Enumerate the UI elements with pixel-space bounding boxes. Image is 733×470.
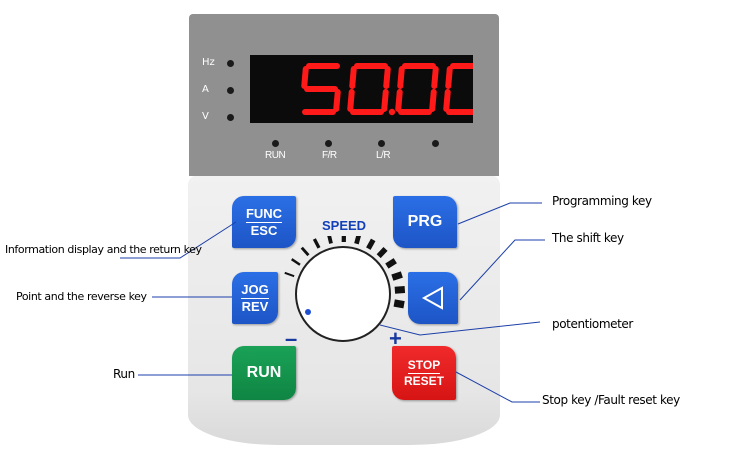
func-esc-button[interactable]: FUNC ESC: [232, 196, 296, 248]
digit-segment: [445, 66, 453, 89]
callout-point-reverse: Point and the reverse key: [16, 290, 147, 303]
speed-potentiometer[interactable]: [270, 236, 420, 356]
stop-label: STOP: [407, 357, 441, 374]
speed-scale-tick: [366, 238, 376, 250]
esc-label: ESC: [250, 222, 278, 238]
digit-segment: [429, 89, 437, 112]
left-triangle-icon: [421, 286, 443, 310]
digit-segment: [347, 89, 355, 112]
digit-segment: [333, 89, 341, 112]
unit-label-a: A: [202, 84, 209, 95]
unit-label-hz: Hz: [202, 57, 215, 68]
minus-sign: –: [285, 326, 298, 351]
knob-indicator-dot: [305, 309, 311, 315]
speed-scale-tick: [291, 258, 301, 266]
digit-segment: [397, 66, 405, 89]
digit-segment: [395, 89, 403, 112]
speed-scale-tick: [327, 236, 333, 244]
lr-status-led: [378, 140, 385, 147]
speed-scale-tick: [284, 271, 295, 278]
jog-label: JOG: [241, 281, 269, 299]
potentiometer-knob[interactable]: [295, 246, 391, 342]
callout-stop-reset: Stop key /Fault reset key: [542, 393, 680, 407]
speed-label: SPEED: [322, 218, 367, 233]
callout-shift-key: The shift key: [552, 231, 624, 245]
led-screen: [250, 55, 473, 123]
digit-segment: [431, 66, 439, 89]
callout-programming-key: Programming key: [552, 194, 652, 208]
digit-segment: [301, 66, 309, 89]
digit-segment: [381, 89, 389, 112]
stop-reset-button[interactable]: STOP RESET: [392, 346, 456, 400]
run-label: RUN: [246, 364, 282, 381]
unit-label-v: V: [202, 111, 209, 122]
speed-scale-tick: [376, 246, 388, 259]
prg-button[interactable]: PRG: [393, 196, 457, 248]
unlabeled-status-led: [432, 140, 439, 147]
fr-status-led: [325, 140, 332, 147]
prg-label: PRG: [407, 213, 443, 230]
callout-run: Run: [113, 367, 135, 381]
speed-scale-tick: [393, 299, 405, 309]
speed-scale-tick: [385, 258, 397, 269]
run-button[interactable]: RUN: [232, 346, 296, 400]
v-indicator-led: [227, 114, 234, 121]
lr-status-label: L/R: [376, 150, 391, 161]
plus-sign: +: [389, 326, 402, 351]
jog-rev-button[interactable]: JOG REV: [232, 272, 278, 324]
reset-label: RESET: [403, 373, 444, 388]
callout-info-display: Information display and the return key: [5, 243, 202, 256]
decimal-point: [388, 108, 396, 116]
speed-scale-tick: [394, 286, 406, 294]
shift-button[interactable]: [408, 272, 458, 324]
a-indicator-led: [227, 87, 234, 94]
speed-scale-tick: [354, 236, 361, 245]
callout-potentiometer: potentiometer: [552, 317, 633, 331]
speed-scale-ticks: [284, 236, 406, 309]
speed-scale-tick: [300, 246, 310, 257]
func-label: FUNC: [245, 205, 283, 223]
digit-segment: [443, 89, 451, 112]
speed-scale-tick: [312, 238, 321, 249]
run-status-label: RUN: [265, 150, 286, 161]
frequency-readout: [301, 63, 473, 116]
rev-label: REV: [241, 298, 269, 314]
run-status-led: [272, 140, 279, 147]
fr-status-label: F/R: [322, 150, 337, 161]
digit-segment: [383, 66, 391, 89]
speed-scale-tick: [391, 271, 403, 281]
digit-segment: [349, 66, 357, 89]
hz-indicator-led: [227, 60, 234, 67]
